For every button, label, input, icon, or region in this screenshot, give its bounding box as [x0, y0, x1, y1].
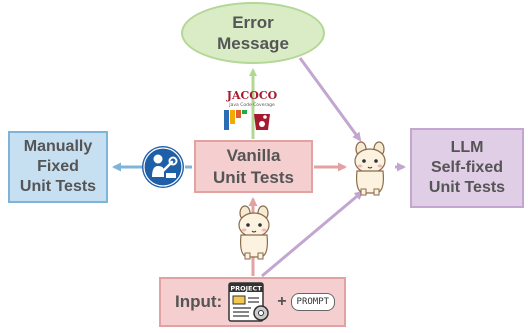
manual-line-2: Fixed [37, 158, 79, 175]
error-line-1: Error [232, 13, 274, 32]
arrow-input-to-llama [261, 190, 364, 278]
plus-sign: + [277, 293, 287, 310]
jacoco-logo-text: JACOCO [226, 89, 278, 102]
manually-fixed-node: Manually Fixed Unit Tests [8, 131, 108, 203]
jacoco-logo-icon: JACOCO Java Code Coverage [224, 89, 278, 130]
input-node: Input: PROJECT + PROMPT [159, 277, 346, 327]
project-document-icon: PROJECT [228, 282, 269, 322]
error-line-2: Message [217, 34, 289, 53]
vanilla-unit-tests-node: Vanilla Unit Tests [194, 140, 313, 193]
llm-line-3: Unit Tests [428, 179, 506, 196]
jacoco-sub-text: Java Code Coverage [228, 102, 275, 108]
manual-line-1: Manually [23, 138, 93, 155]
manual-line-3: Unit Tests [19, 178, 97, 195]
person-with-wrench-icon [142, 146, 184, 188]
arrow-error-to-llama [298, 57, 362, 142]
llm-self-fixed-node: LLM Self-fixed Unit Tests [410, 128, 524, 208]
llama-icon [238, 205, 270, 260]
error-message-node: Error Message [181, 2, 325, 64]
vanilla-line-2: Unit Tests [213, 167, 294, 187]
llm-line-2: Self-fixed [430, 159, 503, 176]
project-doc-text: PROJECT [231, 285, 263, 293]
input-label: Input: [175, 292, 223, 311]
prompt-tag: PROMPT [290, 293, 336, 311]
vanilla-line-1: Vanilla [226, 145, 281, 165]
llm-line-1: LLM [450, 139, 484, 156]
llama-icon [354, 141, 386, 196]
